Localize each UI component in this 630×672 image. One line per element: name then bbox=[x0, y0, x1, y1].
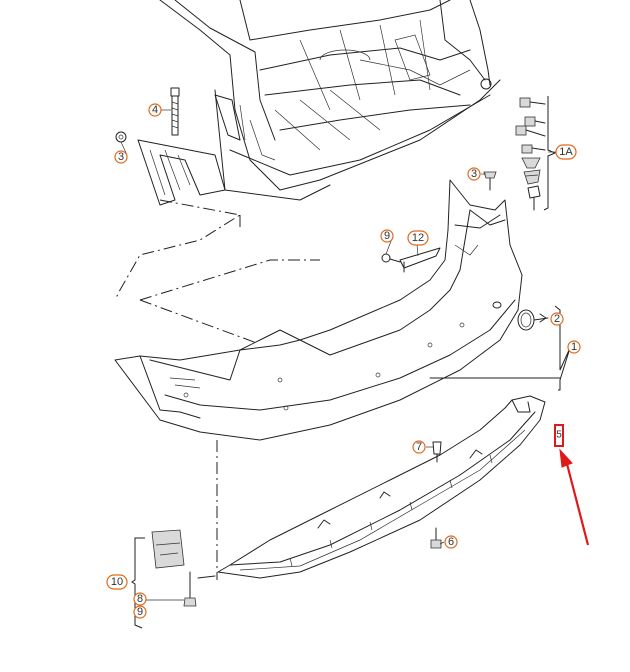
svg-text:4: 4 bbox=[152, 104, 158, 116]
car-rear-body bbox=[159, 0, 501, 201]
callout-10: 10 bbox=[106, 574, 128, 590]
svg-text:9: 9 bbox=[137, 606, 143, 618]
callout-9-upper: 9 bbox=[380, 229, 394, 243]
clip-1a-5 bbox=[521, 157, 541, 169]
screw-1a-1 bbox=[519, 97, 546, 108]
callout-1: 1 bbox=[567, 340, 581, 354]
clip-1a-6 bbox=[523, 169, 541, 185]
screw-1a-4 bbox=[521, 144, 546, 154]
svg-text:7: 7 bbox=[416, 441, 422, 453]
sealant-bag-part-10 bbox=[151, 529, 185, 569]
svg-text:6: 6 bbox=[448, 536, 454, 548]
screw-part-8-and-nut-9 bbox=[183, 571, 197, 607]
bolt-part-4 bbox=[170, 87, 180, 136]
rear-bumper-cover-part-1 bbox=[114, 179, 523, 441]
callout-8: 8 bbox=[133, 592, 147, 606]
clip-1a-7 bbox=[527, 185, 541, 211]
left-side-guide-bracket bbox=[137, 94, 241, 206]
callout-5: 5 bbox=[556, 430, 562, 441]
guide-part-12 bbox=[399, 247, 441, 273]
callout-4: 4 bbox=[148, 103, 162, 117]
screw-part-9-upper bbox=[381, 253, 401, 263]
svg-text:12: 12 bbox=[412, 232, 424, 244]
svg-text:5: 5 bbox=[556, 430, 562, 441]
leader-line-spoiler-fixing bbox=[197, 575, 216, 579]
svg-text:3: 3 bbox=[471, 168, 477, 180]
svg-text:3: 3 bbox=[118, 151, 124, 163]
highlight-marker-part-5 bbox=[554, 424, 590, 546]
callout-12: 12 bbox=[407, 230, 429, 246]
rear-bumper-spoiler-diffuser bbox=[217, 395, 546, 579]
svg-text:1A: 1A bbox=[559, 146, 573, 158]
towing-eye-cap-part-2 bbox=[517, 309, 549, 331]
callout-2: 2 bbox=[550, 312, 564, 326]
svg-text:2: 2 bbox=[554, 313, 560, 325]
screw-1a-2 bbox=[524, 116, 546, 127]
callout-7: 7 bbox=[412, 440, 426, 454]
screw-1a-3 bbox=[515, 125, 546, 137]
svg-text:9: 9 bbox=[384, 230, 390, 242]
screw-part-6 bbox=[430, 527, 442, 549]
callout-6: 6 bbox=[444, 535, 458, 549]
svg-text:1: 1 bbox=[571, 341, 577, 353]
nut-part-3-left bbox=[115, 131, 127, 143]
callout-3-left: 3 bbox=[114, 150, 128, 164]
svg-text:10: 10 bbox=[111, 576, 123, 588]
svg-text:8: 8 bbox=[137, 593, 143, 605]
callout-9-lower: 9 bbox=[133, 605, 147, 619]
assembly-leader-lines bbox=[114, 199, 331, 580]
callout-1a: 1A bbox=[555, 144, 577, 160]
brace-parts-10-8-9 bbox=[131, 537, 145, 629]
clip-part-7 bbox=[432, 441, 442, 463]
bolt-part-3-right bbox=[483, 171, 497, 191]
callout-3-right: 3 bbox=[467, 167, 481, 181]
fastener-set-1a bbox=[515, 96, 557, 211]
